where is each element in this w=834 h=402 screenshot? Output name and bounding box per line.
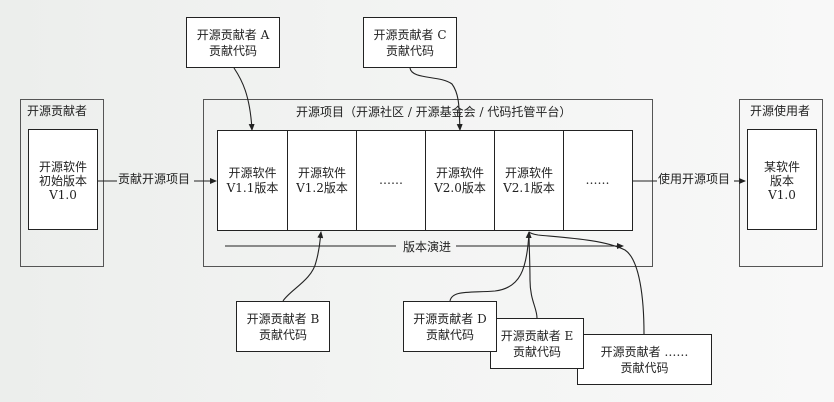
initial-version-box: 开源软件 初始版本 V1.0 [28, 129, 98, 230]
contributor-name: 开源贡献者 …… [600, 344, 689, 359]
version-cell-line2: V1.2版本 [296, 180, 348, 195]
version-cell-ellipsis-2: …… [564, 131, 631, 230]
version-cell-line1: 开源软件 [435, 165, 484, 180]
version-evolution-label: 版本演进 [400, 240, 455, 254]
contributor-group-title: 开源贡献者 [27, 104, 88, 118]
contributor-action: 贡献代码 [385, 43, 434, 58]
user-software-line2: 版本 [769, 174, 794, 188]
version-cell-line1: …… [585, 173, 610, 187]
version-cell-line1: …… [379, 173, 403, 187]
project-title: 开源项目（开源社区 / 开源基金会 / 代码托管平台） [296, 105, 572, 119]
user-group: 开源使用者 某软件 版本 V1.0 [739, 99, 823, 267]
contributor-name: 开源贡献者 B [246, 311, 320, 326]
initial-version-line3: V1.0 [49, 188, 77, 202]
contributor-name: 开源贡献者 D [413, 311, 487, 326]
version-cell-ellipsis-1: …… [357, 131, 426, 230]
contributor-name: 开源贡献者 C [373, 27, 447, 42]
version-cell-line1: 开源软件 [504, 165, 553, 180]
version-cell-line1: 开源软件 [228, 165, 277, 180]
contributor-group: 开源贡献者 开源软件 初始版本 V1.0 [20, 99, 104, 267]
contributor-action: 贡献代码 [425, 327, 474, 342]
contributor-a-box: 开源贡献者 A 贡献代码 [186, 17, 280, 68]
contributor-e-box: 开源贡献者 E 贡献代码 [490, 318, 584, 369]
user-software-line1: 某软件 [763, 160, 800, 174]
contributor-action: 贡献代码 [512, 344, 561, 359]
initial-version-line1: 开源软件 [38, 160, 87, 174]
contributor-more-box: 开源贡献者 …… 贡献代码 [577, 334, 712, 385]
version-cell-line2: V2.0版本 [434, 180, 486, 195]
user-software-line3: V1.0 [768, 188, 796, 202]
version-cell-line2: V2.1版本 [503, 180, 555, 195]
contribute-project-label: 贡献开源项目 [118, 172, 191, 186]
initial-version-line2: 初始版本 [38, 174, 87, 188]
contributor-name: 开源贡献者 E [500, 328, 574, 343]
version-cell-line1: 开源软件 [297, 165, 346, 180]
contributor-b-box: 开源贡献者 B 贡献代码 [236, 301, 330, 352]
contributor-action: 贡献代码 [208, 43, 257, 58]
version-cell-line2: V1.1版本 [226, 180, 279, 195]
user-software-box: 某软件 版本 V1.0 [747, 129, 817, 230]
contributor-action: 贡献代码 [258, 327, 307, 342]
contributor-action: 贡献代码 [620, 360, 669, 375]
contributor-name: 开源贡献者 A [196, 27, 270, 42]
use-project-label: 使用开源项目 [658, 172, 731, 186]
user-group-title: 开源使用者 [750, 104, 811, 118]
contributor-d-box: 开源贡献者 D 贡献代码 [403, 301, 497, 352]
contributor-c-box: 开源贡献者 C 贡献代码 [363, 17, 457, 68]
